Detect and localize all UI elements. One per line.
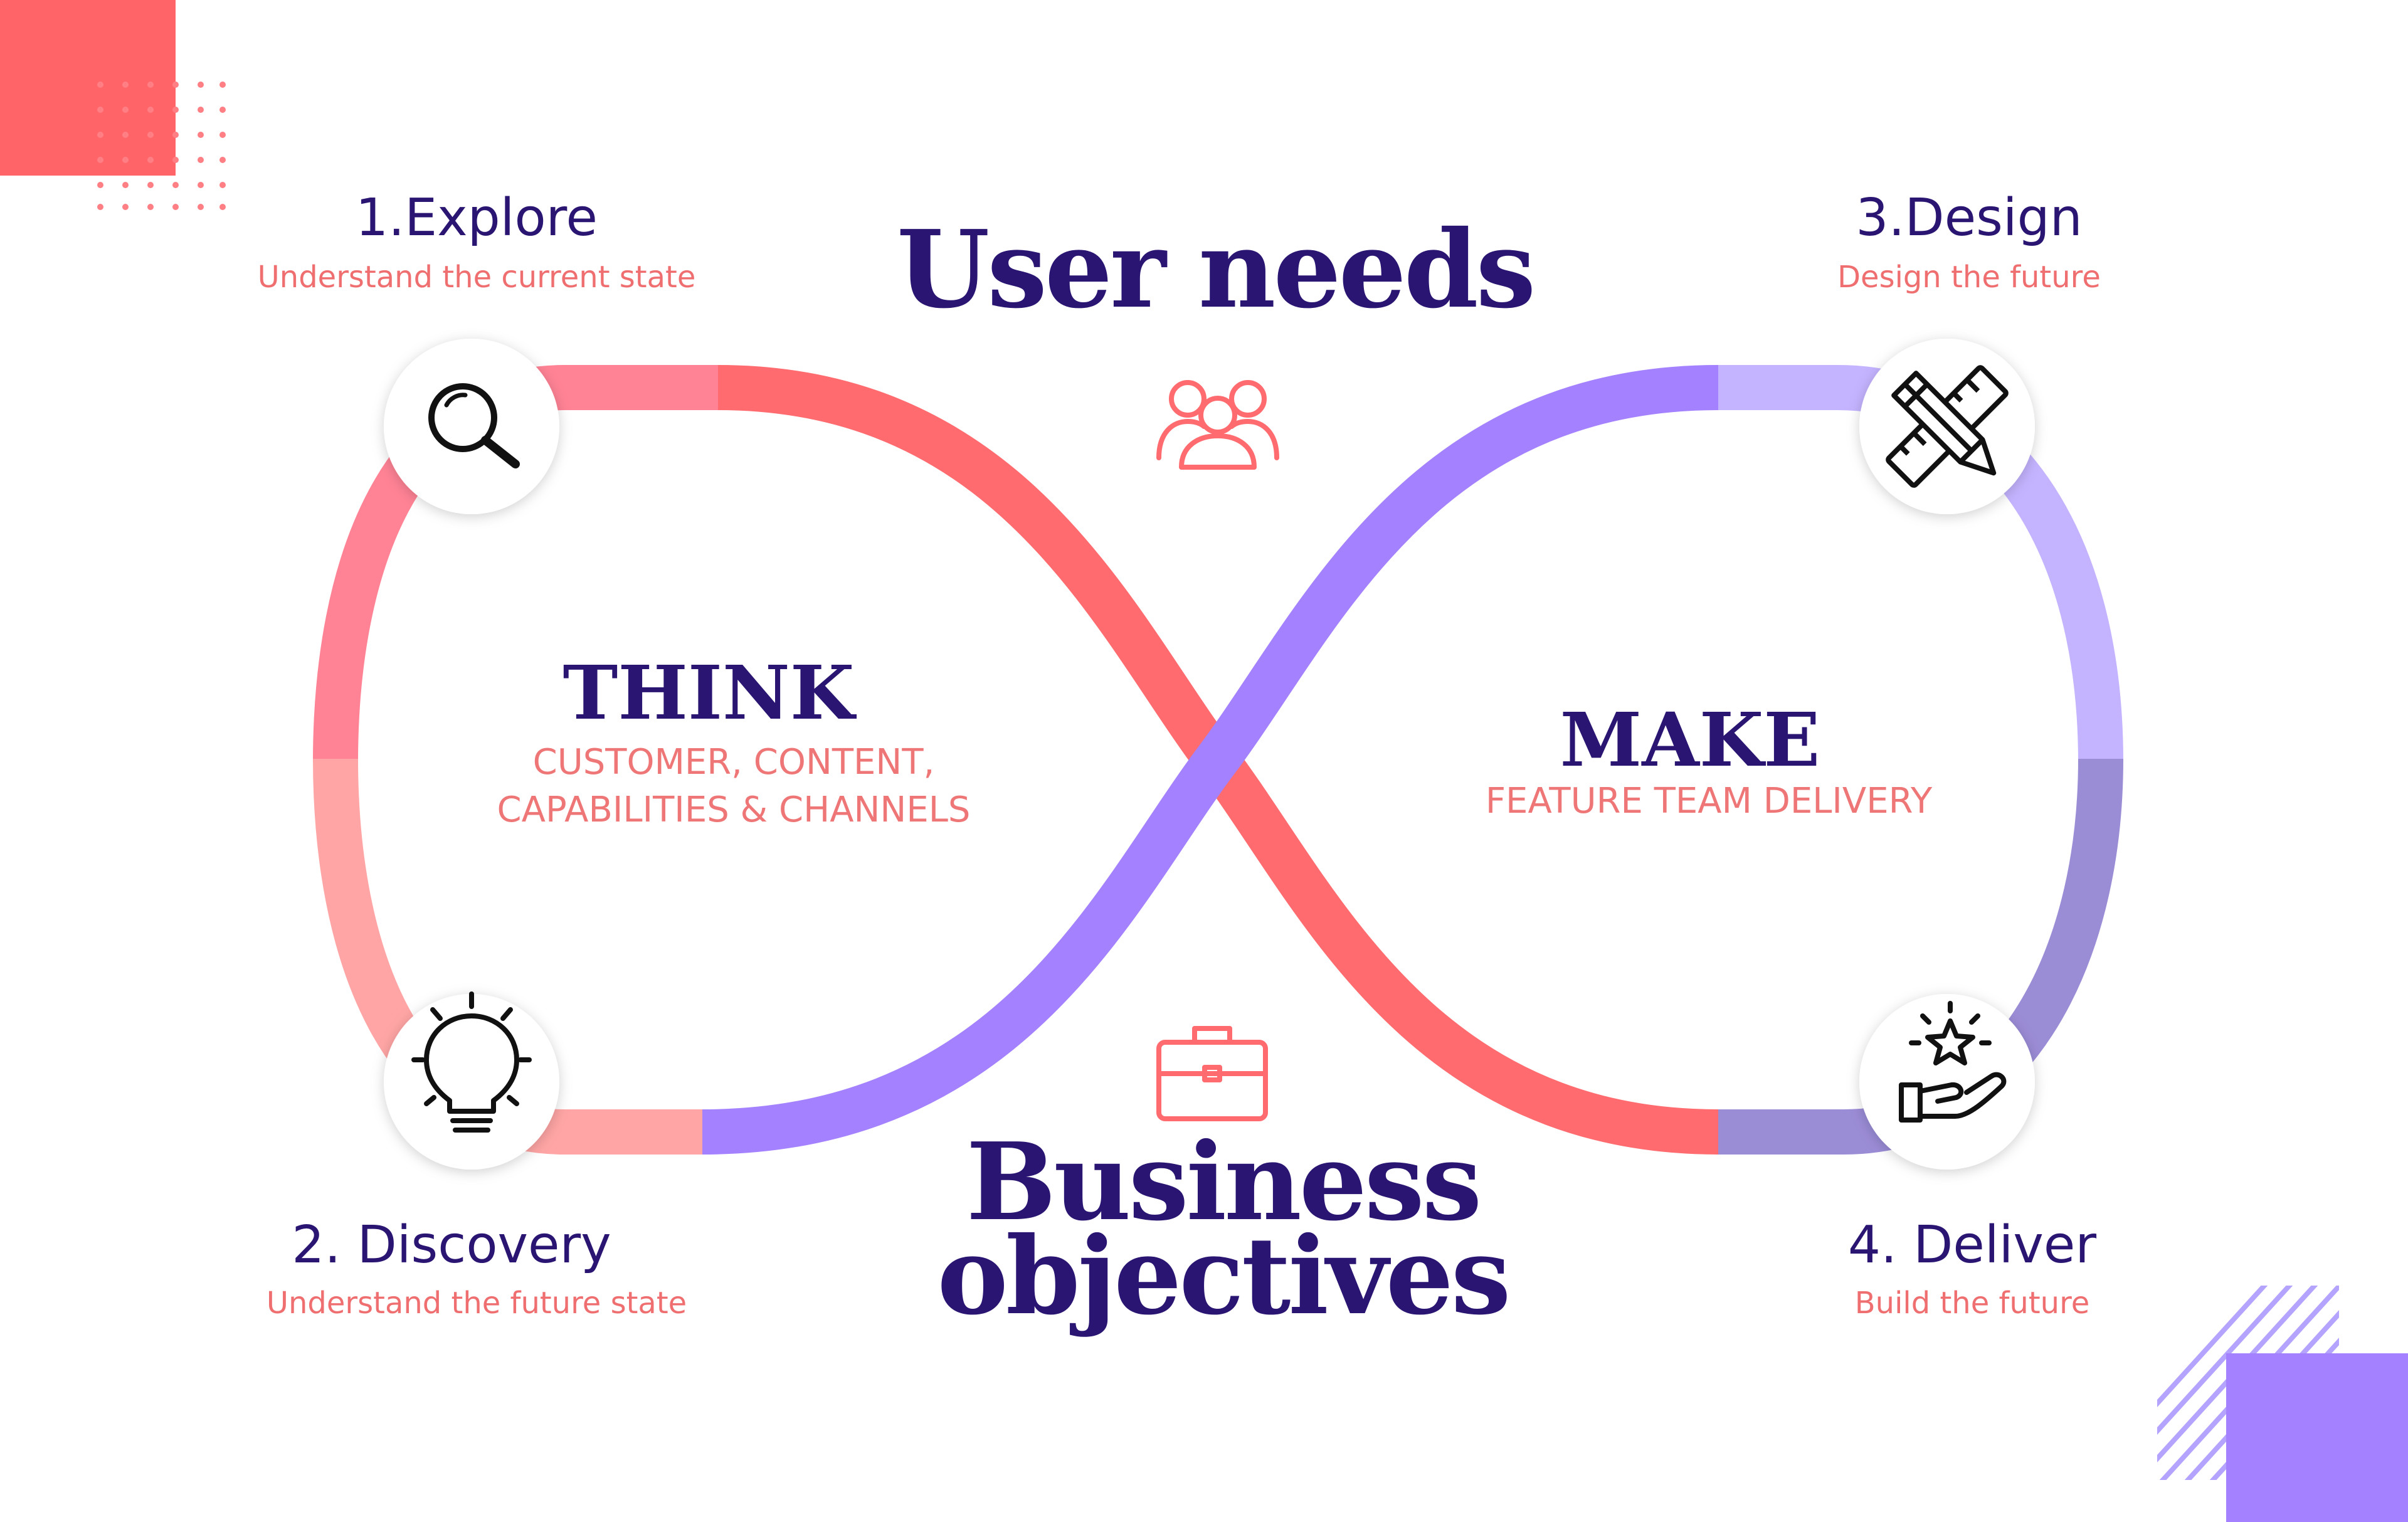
lightbulb-icon <box>411 991 532 1133</box>
step-explore-subtitle: Understand the current state <box>257 260 696 295</box>
heading-business-line-1: Business <box>966 1119 1482 1245</box>
step-deliver-subtitle: Build the future <box>1854 1286 2090 1321</box>
heading-business-line-2: objectives <box>937 1213 1511 1339</box>
step-discovery-title: 2. Discovery <box>292 1215 611 1275</box>
step-discovery-subtitle: Understand the future state <box>266 1286 687 1321</box>
phase-think-subtitle: CUSTOMER, CONTENT, CAPABILITIES & CHANNE… <box>439 739 1028 834</box>
team-icon <box>1156 380 1279 470</box>
briefcase-icon <box>1156 1026 1268 1121</box>
step-design-title: 3.Design <box>1856 188 2083 248</box>
pencil-ruler-icon <box>1886 365 2009 488</box>
loop-strand-purple <box>702 365 1719 1155</box>
heading-user-needs: User needs <box>897 207 1536 332</box>
step-explore-title: 1.Explore <box>356 188 598 248</box>
decoration-top-left <box>0 0 226 210</box>
phase-think-subtitle-line-2: CAPABILITIES & CHANNELS <box>497 790 971 830</box>
magnifier-icon <box>428 383 520 468</box>
phase-think-title: THINK <box>562 649 855 736</box>
decoration-bottom-right <box>2157 1286 2408 1522</box>
heading-business-objectives: Business objectives <box>897 1119 1549 1339</box>
step-deliver-title: 4. Deliver <box>1847 1215 2097 1275</box>
phase-think-subtitle-line-1: CUSTOMER, CONTENT, <box>532 742 935 783</box>
phase-make-subtitle: FEATURE TEAM DELIVERY <box>1485 781 1933 822</box>
step-design-subtitle: Design the future <box>1837 260 2101 295</box>
phase-make-title: MAKE <box>1560 696 1820 783</box>
hand-star-icon <box>1899 1001 2007 1123</box>
